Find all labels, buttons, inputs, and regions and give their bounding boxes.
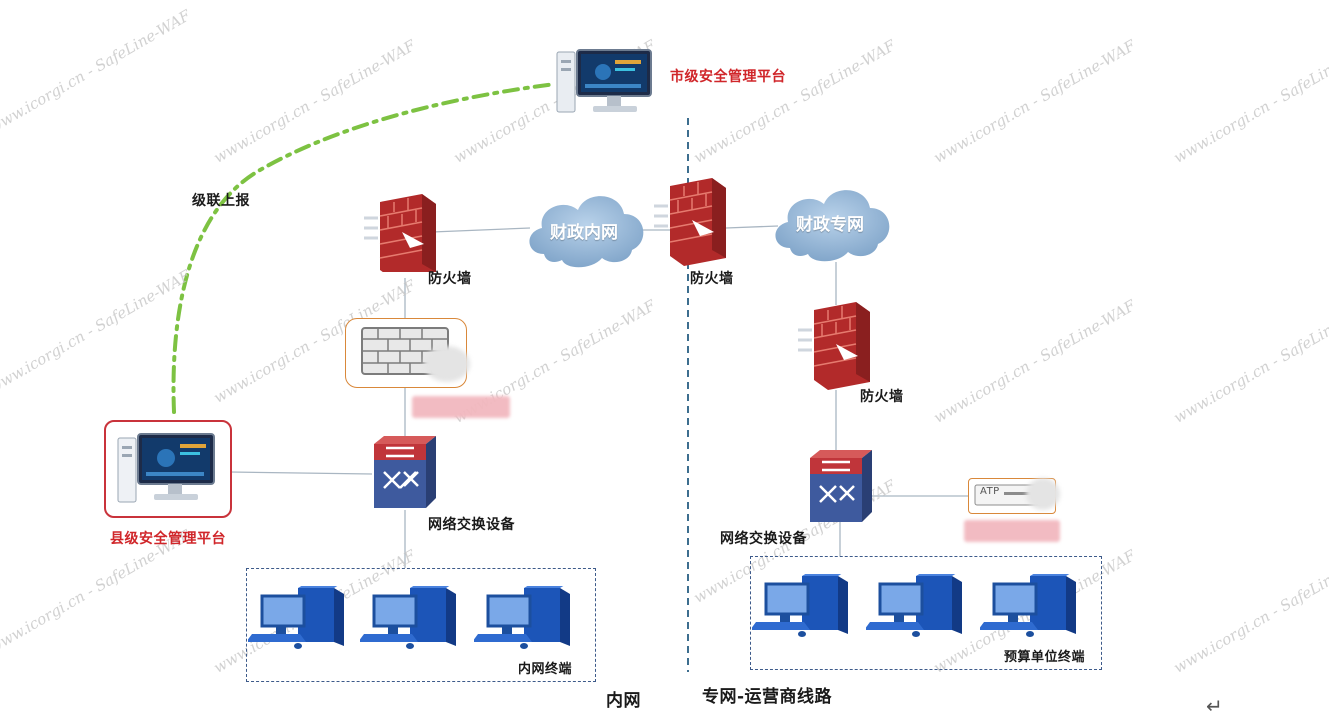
intranet-terminal-label: 内网终端 [518, 662, 573, 677]
zone-intranet-label: 内网 [606, 691, 641, 711]
firewall-label: 防火墙 [428, 271, 472, 287]
city-platform-label: 市级安全管理平台 [670, 69, 786, 85]
firewall-label: 防火墙 [690, 271, 734, 287]
link-county-switch [229, 471, 373, 475]
pc-terminal-icon [360, 586, 456, 649]
firewall-label: 防火墙 [860, 389, 904, 405]
redacted-logo [1026, 478, 1060, 510]
network-switch-icon [810, 450, 872, 522]
pc-terminal-icon [752, 574, 848, 637]
switch-label: 网络交换设备 [428, 517, 515, 533]
finance-private-label: 财政专网 [796, 215, 864, 235]
pc-terminal-icon [866, 574, 962, 637]
pc-terminal-icon [980, 574, 1076, 637]
switch-label: 网络交换设备 [720, 531, 807, 547]
cascade-report-label: 级联上报 [192, 193, 250, 209]
atp-label: ATP [980, 486, 1000, 497]
intranet-terminal-group [246, 568, 596, 682]
city-platform-computer-icon [556, 49, 652, 113]
redacted-label [964, 520, 1060, 542]
county-platform-label: 县级安全管理平台 [110, 531, 226, 547]
link-fw2-cloud2 [725, 225, 779, 229]
network-switch-icon [374, 436, 436, 508]
firewall-icon [654, 178, 726, 266]
firewall-icon [364, 194, 436, 272]
budget-terminal-label: 预算单位终端 [1004, 650, 1086, 665]
return-mark-icon: ↵ [1206, 694, 1224, 718]
redacted-label [412, 396, 510, 418]
link-fw1-cloud1 [431, 227, 531, 233]
finance-intranet-cloud-icon [529, 196, 644, 268]
firewall-icon [798, 302, 870, 390]
cascade-arc [171, 82, 557, 414]
pc-terminal-icon [248, 586, 344, 649]
county-platform-computer-icon [117, 433, 215, 503]
finance-intranet-label: 财政内网 [550, 223, 618, 243]
finance-private-cloud-icon [775, 190, 890, 262]
budget-terminal-group [750, 556, 1102, 670]
zone-private-label: 专网-运营商线路 [702, 687, 833, 707]
redacted-logo [424, 346, 470, 382]
pc-terminal-icon [474, 586, 570, 649]
